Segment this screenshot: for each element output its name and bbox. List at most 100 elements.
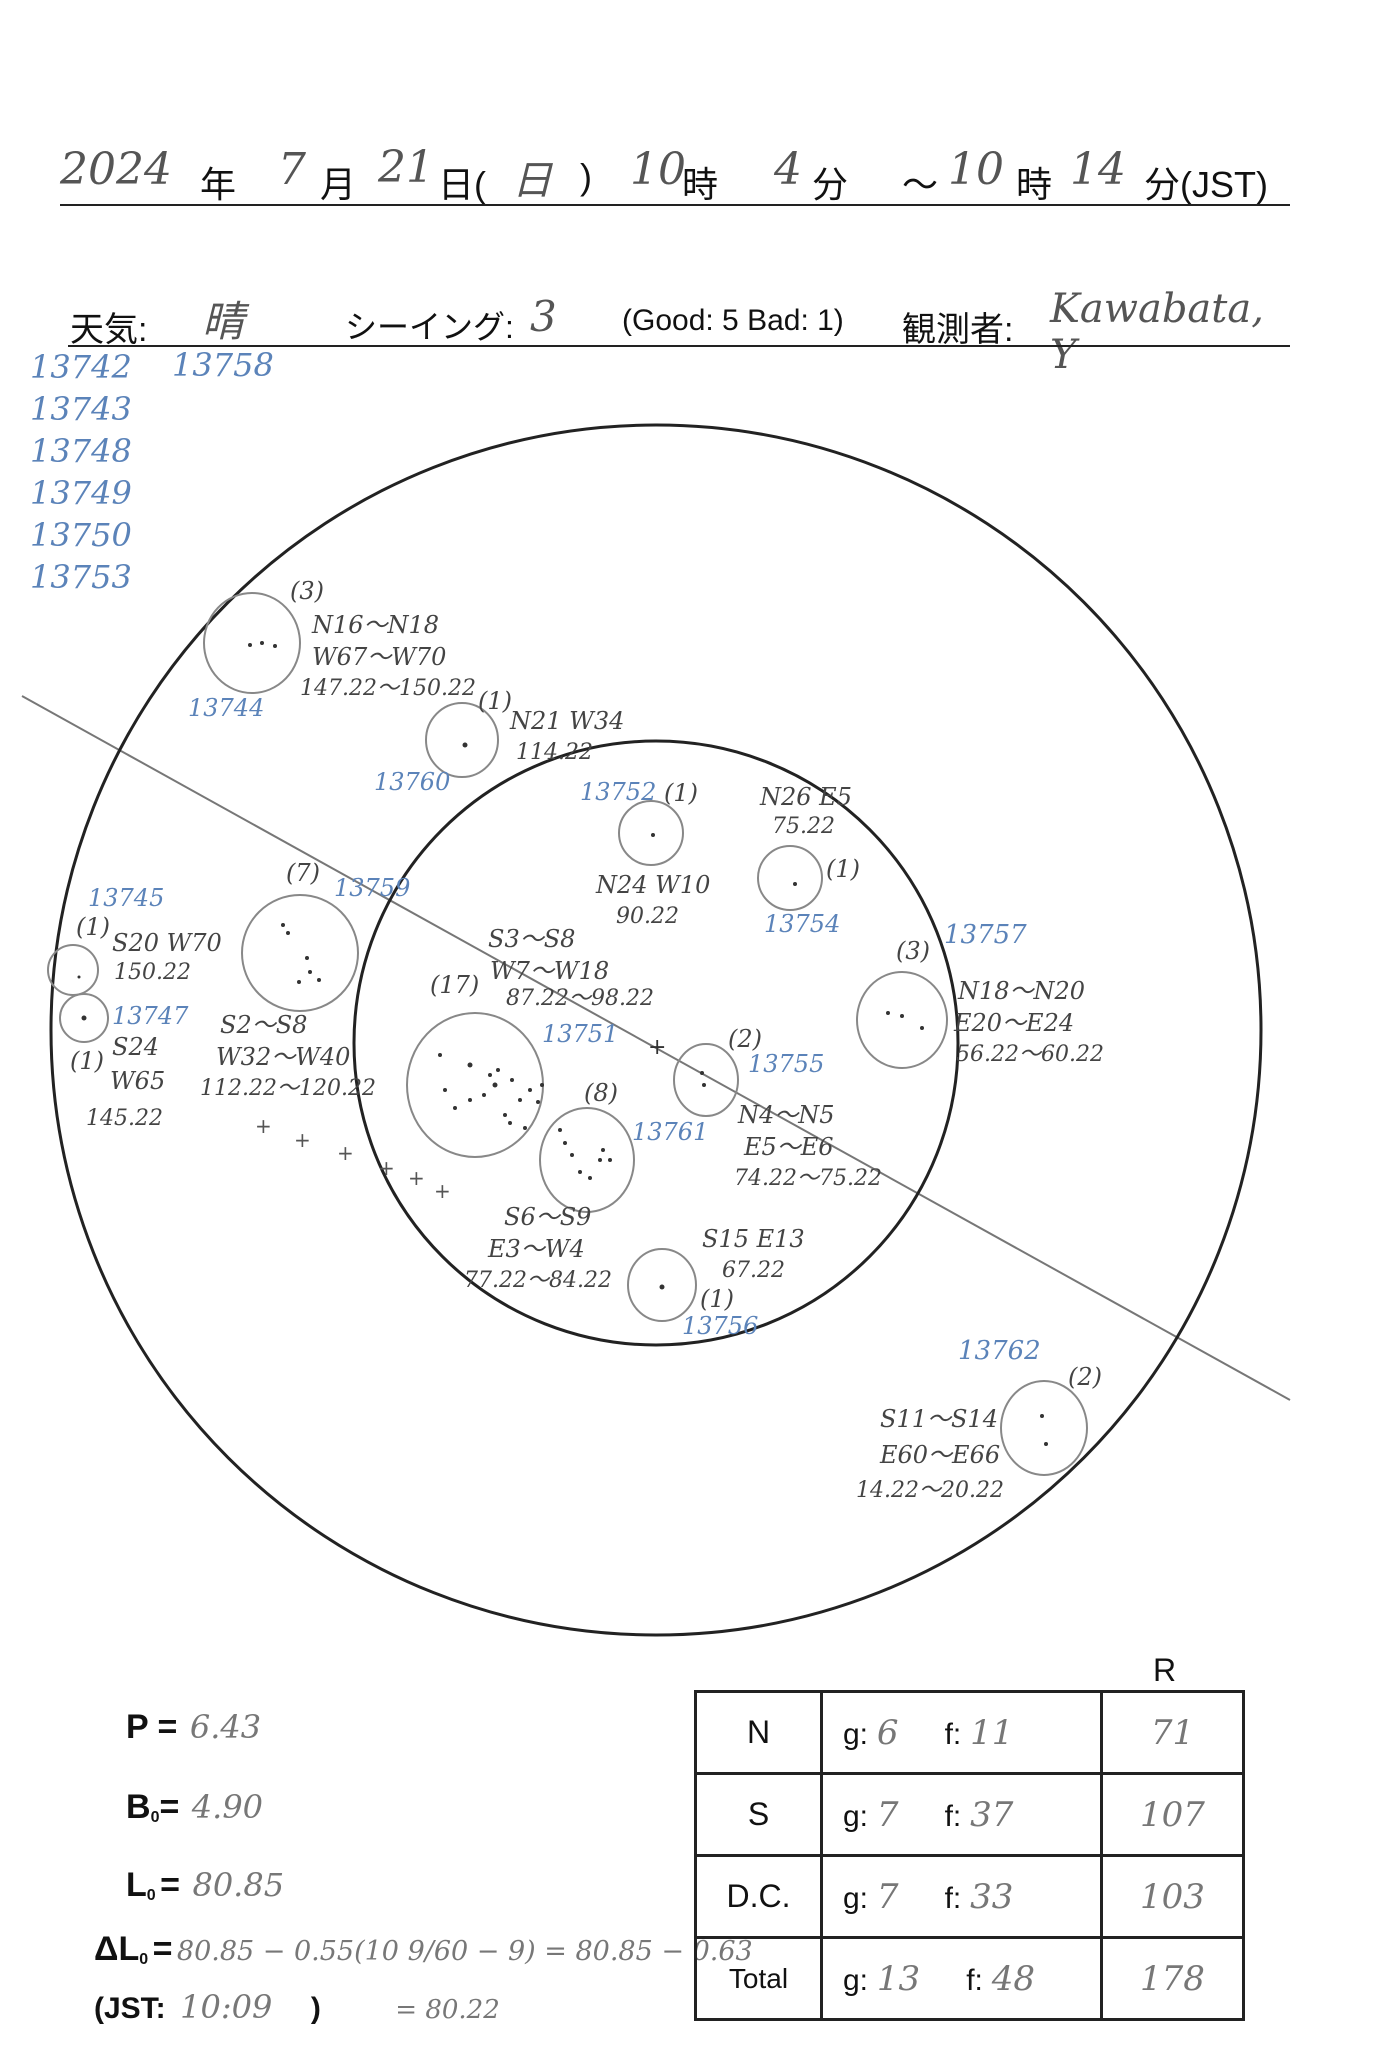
sunspot-group-circle	[59, 993, 109, 1043]
r-value-text: 107	[1140, 1794, 1205, 1835]
g-value: 7	[876, 1794, 899, 1835]
group-latitude: S2～S8	[220, 1011, 308, 1039]
group-latitude: S3～S8	[488, 925, 576, 953]
sunspot-group-circle	[47, 944, 99, 996]
disk-center-mark: +	[648, 1035, 666, 1060]
weekday-value: 日	[512, 158, 552, 204]
group-position: N21 W34	[510, 707, 625, 735]
svg-text:+: +	[434, 1179, 451, 1203]
param-dl0-eq: =	[152, 1930, 173, 1968]
month-unit: 月	[320, 164, 357, 205]
region-list-item: 13753	[30, 558, 132, 596]
f-value: 33	[970, 1876, 1014, 1917]
equator-line	[21, 695, 1291, 1401]
day-unit: 日(	[438, 164, 486, 205]
group-position: N26 E5	[760, 783, 852, 811]
region-list-item: 13749	[30, 474, 132, 512]
param-jst-close: )	[310, 1992, 321, 2025]
group-region: 13744	[188, 694, 265, 722]
sunspot-group-circle	[406, 1012, 544, 1158]
group-carrington: 56.22～60.22	[956, 1042, 1104, 1067]
conditions-underline	[68, 345, 1290, 347]
f-value: 37	[970, 1794, 1014, 1835]
param-l0: L0 = 80.85	[126, 1866, 284, 1905]
param-dl0-formula: 80.85 − 0.55(10 9/60 − 9) = 80.85 − 0.63	[176, 1936, 753, 1967]
sunspot-group-circle	[1000, 1380, 1088, 1476]
r-value-text: 103	[1140, 1876, 1205, 1917]
group-carrington: 74.22～75.22	[734, 1166, 882, 1191]
group-carrington: 114.22	[516, 740, 593, 765]
group-count: (1)	[76, 913, 110, 941]
group-region: 13757	[944, 920, 1027, 950]
group-carrington: 150.22	[114, 960, 191, 985]
group-count: (17)	[430, 971, 480, 999]
group-region: 13752	[580, 778, 657, 806]
group-region: 13754	[764, 910, 841, 938]
group-longitude: W67～W70	[312, 643, 447, 671]
g-value: 13	[876, 1958, 921, 1999]
svg-text:+: +	[255, 1114, 272, 1138]
plage-marks: + + + + + +	[255, 1114, 451, 1203]
svg-text:+: +	[294, 1128, 311, 1152]
observer-value: Kawabata, Y	[1050, 286, 1264, 378]
group-carrington: 75.22	[772, 814, 835, 839]
r-value: 107	[1100, 1772, 1245, 1857]
group-latitude: S11～S14	[880, 1405, 998, 1433]
g-value: 6	[876, 1712, 899, 1753]
region-list-item: 13748	[30, 432, 132, 470]
group-carrington: 14.22～20.22	[856, 1478, 1004, 1503]
param-b0-sub: 0	[150, 1809, 160, 1827]
param-dl0: ΔL0 = 80.85 − 0.55(10 9/60 − 9) = 80.85 …	[94, 1930, 753, 1969]
group-carrington: 145.22	[86, 1106, 163, 1131]
group-carrington: 87.22～98.22	[506, 986, 654, 1011]
start-hour-unit: 時	[682, 164, 719, 205]
param-l0-label: L	[126, 1866, 147, 1904]
group-position: S15 E13	[702, 1225, 805, 1253]
region-list-item: 13750	[30, 516, 132, 554]
weather-label: 天気:	[70, 311, 148, 349]
weather-value: 晴	[202, 297, 245, 346]
f-key: f:	[966, 1963, 983, 1997]
group-latitude: S24	[112, 1033, 159, 1061]
group-count: (1)	[826, 855, 860, 883]
svg-text:+: +	[378, 1156, 395, 1180]
time-range-tilde: ～	[902, 164, 939, 205]
outer-disk-outline	[49, 423, 1263, 1637]
group-count: (7)	[286, 859, 320, 887]
g-key: g:	[843, 1881, 869, 1915]
sunspot-group-circle	[241, 894, 359, 1012]
group-region: 13762	[958, 1336, 1041, 1366]
group-count: (8)	[584, 1079, 618, 1107]
param-b0-value: 4.90	[191, 1788, 264, 1826]
group-carrington: 90.22	[616, 904, 679, 929]
group-region: 13760	[374, 768, 451, 796]
table-r-header: R	[1153, 1652, 1177, 1688]
row-label: Total	[694, 1936, 823, 2021]
seeing-scale: (Good: 5 Bad: 1)	[622, 304, 844, 337]
group-region: 13759	[334, 874, 411, 902]
svg-text:+: +	[408, 1166, 425, 1190]
group-longitude: E5～E6	[744, 1133, 834, 1161]
year-value: 2024	[60, 144, 172, 195]
f-key: f:	[944, 1799, 962, 1833]
group-count: (3)	[896, 937, 930, 965]
end-min-unit: 分(JST)	[1144, 164, 1268, 205]
svg-text:+: +	[337, 1141, 354, 1165]
weekday-close: )	[580, 156, 592, 197]
group-latitude: S6～S9	[504, 1203, 592, 1231]
group-region: 13751	[542, 1020, 619, 1048]
group-carrington: 67.22	[722, 1258, 785, 1283]
param-l0-value: 80.85	[192, 1866, 285, 1904]
group-count: (2)	[1068, 1363, 1102, 1391]
start-hour-value: 10	[630, 144, 686, 195]
group-latitude: N16～N18	[312, 611, 440, 639]
sunspot-group-circle	[856, 971, 948, 1069]
group-longitude: E60～E66	[880, 1441, 1001, 1469]
param-l0-eq: =	[160, 1866, 180, 1904]
sunspot-group-circle	[539, 1107, 635, 1213]
group-carrington: 77.22～84.22	[464, 1268, 612, 1293]
solar-disk-sketch: + + + + + + +	[21, 423, 1291, 1637]
